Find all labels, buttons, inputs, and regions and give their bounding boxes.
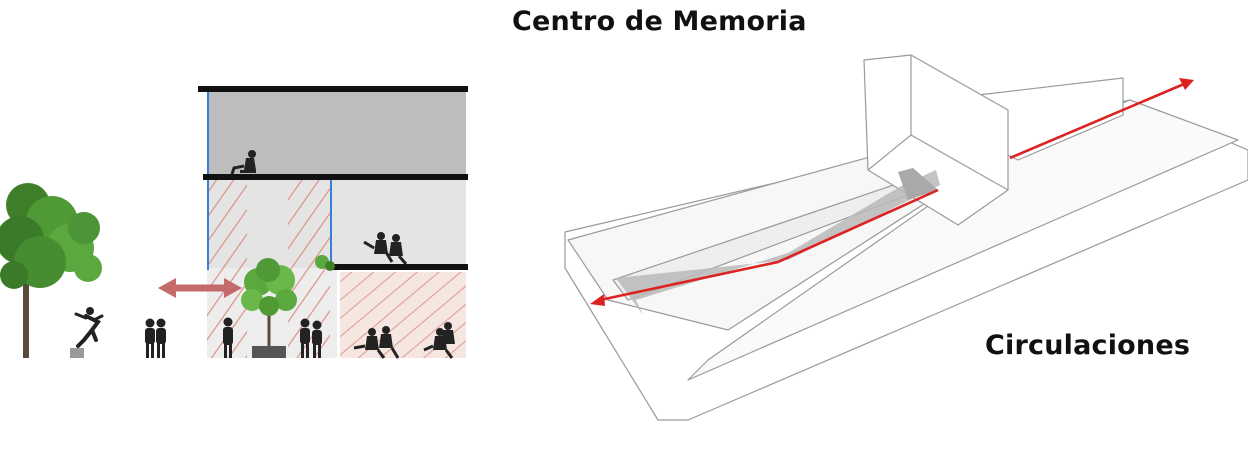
circulation-arrow xyxy=(590,78,1194,306)
diagram-title: Centro de Memoria xyxy=(512,6,807,37)
hatched-zone-2 xyxy=(288,180,330,358)
axonometric-view xyxy=(564,54,1248,421)
small-plant-icon xyxy=(315,255,335,271)
upper-slab xyxy=(203,174,468,180)
circulations-label: Circulaciones xyxy=(985,330,1191,361)
couple-walking-icon xyxy=(145,318,166,358)
tree-icon xyxy=(0,183,102,358)
section-double-arrow xyxy=(158,278,242,298)
skater-icon xyxy=(70,307,104,358)
building-section xyxy=(0,86,468,359)
people-sitting-icon xyxy=(363,232,408,265)
seated-person-icon xyxy=(230,150,256,175)
potted-tree-icon xyxy=(241,258,297,358)
middle-slab xyxy=(331,264,468,270)
seated-group-icon xyxy=(353,322,455,359)
middle-floor-room xyxy=(207,178,466,268)
roof-slab xyxy=(198,86,468,92)
tower-shadow xyxy=(898,168,938,200)
couple-standing-icon xyxy=(300,318,322,358)
hatched-zone-3 xyxy=(340,272,466,358)
standing-person-icon xyxy=(223,317,233,358)
